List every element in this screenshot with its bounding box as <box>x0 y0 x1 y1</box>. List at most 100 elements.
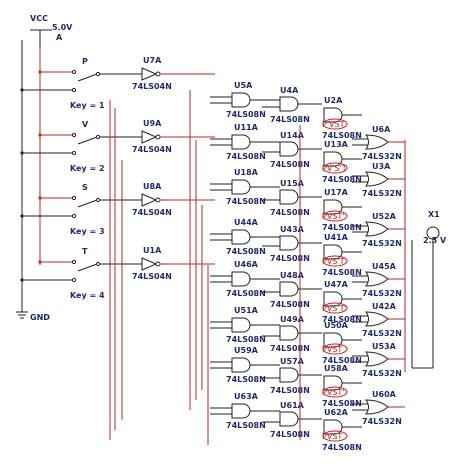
gate-part: 74LS08N <box>270 344 310 353</box>
probe-label: PVS'T' <box>322 304 347 313</box>
gate-ref: U11A <box>234 123 259 132</box>
probe-label: PVS'T <box>322 257 345 266</box>
gate-ref: U14A <box>280 131 305 140</box>
gate-part: 74LS08N <box>226 375 266 384</box>
probe-marker-icon <box>322 386 348 398</box>
gate-part: 74LS08N <box>322 175 362 184</box>
gate-part: 74LS08N <box>270 300 310 309</box>
gate-ref: U53A <box>372 342 397 351</box>
gate-part: 74LS08N <box>226 110 266 119</box>
probe-marker-icon <box>322 302 348 314</box>
switch-name: T <box>82 247 88 256</box>
gate-part: 74LS08N <box>270 115 310 124</box>
gnd-label: GND <box>30 313 50 322</box>
signal-buses <box>109 90 413 445</box>
gate-ref: U3A <box>372 162 391 171</box>
inverter-u1a: U1A 74LS04N <box>130 246 215 281</box>
gate-ref: U58A <box>324 364 349 373</box>
and-gate-icon <box>279 325 299 341</box>
inverter-part: 74LS04N <box>132 82 172 91</box>
gate-part: 74LS32N <box>362 239 402 248</box>
switch-key-label: Key = 2 <box>70 164 105 173</box>
switch-key-label: Key = 3 <box>70 227 105 236</box>
gate-ref: U63A <box>234 392 259 401</box>
or-gate-u60a: U60A 74LS32N <box>352 390 405 426</box>
probe-marker-icon <box>322 162 348 174</box>
gate-part: 74LS32N <box>362 417 402 426</box>
switch-key-label: Key = 4 <box>70 291 105 300</box>
gate-ref: U60A <box>372 390 397 399</box>
probe-voltage: 2.5 V <box>423 236 447 245</box>
switch-p[interactable]: P Key = 1 <box>20 57 130 110</box>
and-gate-u48a: U48A 74LS08N <box>262 271 322 309</box>
inverter-part: 74LS04N <box>132 145 172 154</box>
and-gate-icon <box>231 403 251 419</box>
gate-part: 74LS32N <box>362 369 402 378</box>
and-gate-u43a: U43A 74LS08N <box>262 225 322 263</box>
or-gate-icon <box>365 271 389 287</box>
gate-ref: U46A <box>234 260 259 269</box>
gate-part: 74LS08N <box>270 254 310 263</box>
and-gate-icon <box>323 151 343 167</box>
gate-ref: U48A <box>280 271 305 280</box>
probe-label: PVST' <box>322 388 344 397</box>
gate-part: 74LS32N <box>362 152 402 161</box>
and-gate-icon <box>279 411 299 427</box>
probe-ref: X1 <box>428 210 440 219</box>
gate-ref: U45A <box>372 262 397 271</box>
and-gate-icon <box>279 281 299 297</box>
gate-part: 74LS08N <box>270 386 310 395</box>
gate-ref: U47A <box>324 280 349 289</box>
probe-label: PV'S'T <box>322 164 347 173</box>
gate-ref: U13A <box>324 140 349 149</box>
probe-x1: X1 2.5 V <box>412 210 447 369</box>
switch-name: P <box>82 57 88 66</box>
gate-part: 74LS32N <box>362 189 402 198</box>
or-gate-u3a: U3A 74LS32N <box>352 162 405 198</box>
and-gate-icon <box>279 141 299 157</box>
inverter-part: 74LS04N <box>132 272 172 281</box>
or-gate-u52a: U52A 74LS32N <box>352 212 405 248</box>
switch-blade-icon <box>77 136 98 145</box>
and-gate-icon <box>323 419 343 435</box>
gate-part: 74LS08N <box>322 315 362 324</box>
and-gate-icon <box>323 375 343 391</box>
switch-t[interactable]: T Key = 4 <box>20 247 130 300</box>
and-gate-icon <box>231 271 251 287</box>
and-gate-icon <box>231 317 251 333</box>
or-gate-icon <box>365 171 389 187</box>
inverter-ref: U9A <box>143 119 162 128</box>
gate-part: 74LS08N <box>322 443 362 452</box>
gate-ref: U41A <box>324 233 349 242</box>
probe-label: PVST' <box>322 212 344 221</box>
gate-part: 74LS08N <box>322 131 362 140</box>
gate-part: 74LS32N <box>362 329 402 338</box>
switch-key-label: Key = 1 <box>70 101 105 110</box>
and-gate-icon <box>231 229 251 245</box>
gate-ref: U50A <box>324 321 349 330</box>
vcc-label: VCC <box>30 14 48 23</box>
not-gate-icon <box>141 67 158 81</box>
probe-marker-icon <box>322 430 348 442</box>
gate-ref: U62A <box>324 408 349 417</box>
gate-ref: U43A <box>280 225 305 234</box>
switch-blade-icon <box>77 73 98 82</box>
inverter-ref: U1A <box>143 246 162 255</box>
gate-ref: U42A <box>372 302 397 311</box>
gate-ref: U52A <box>372 212 397 221</box>
